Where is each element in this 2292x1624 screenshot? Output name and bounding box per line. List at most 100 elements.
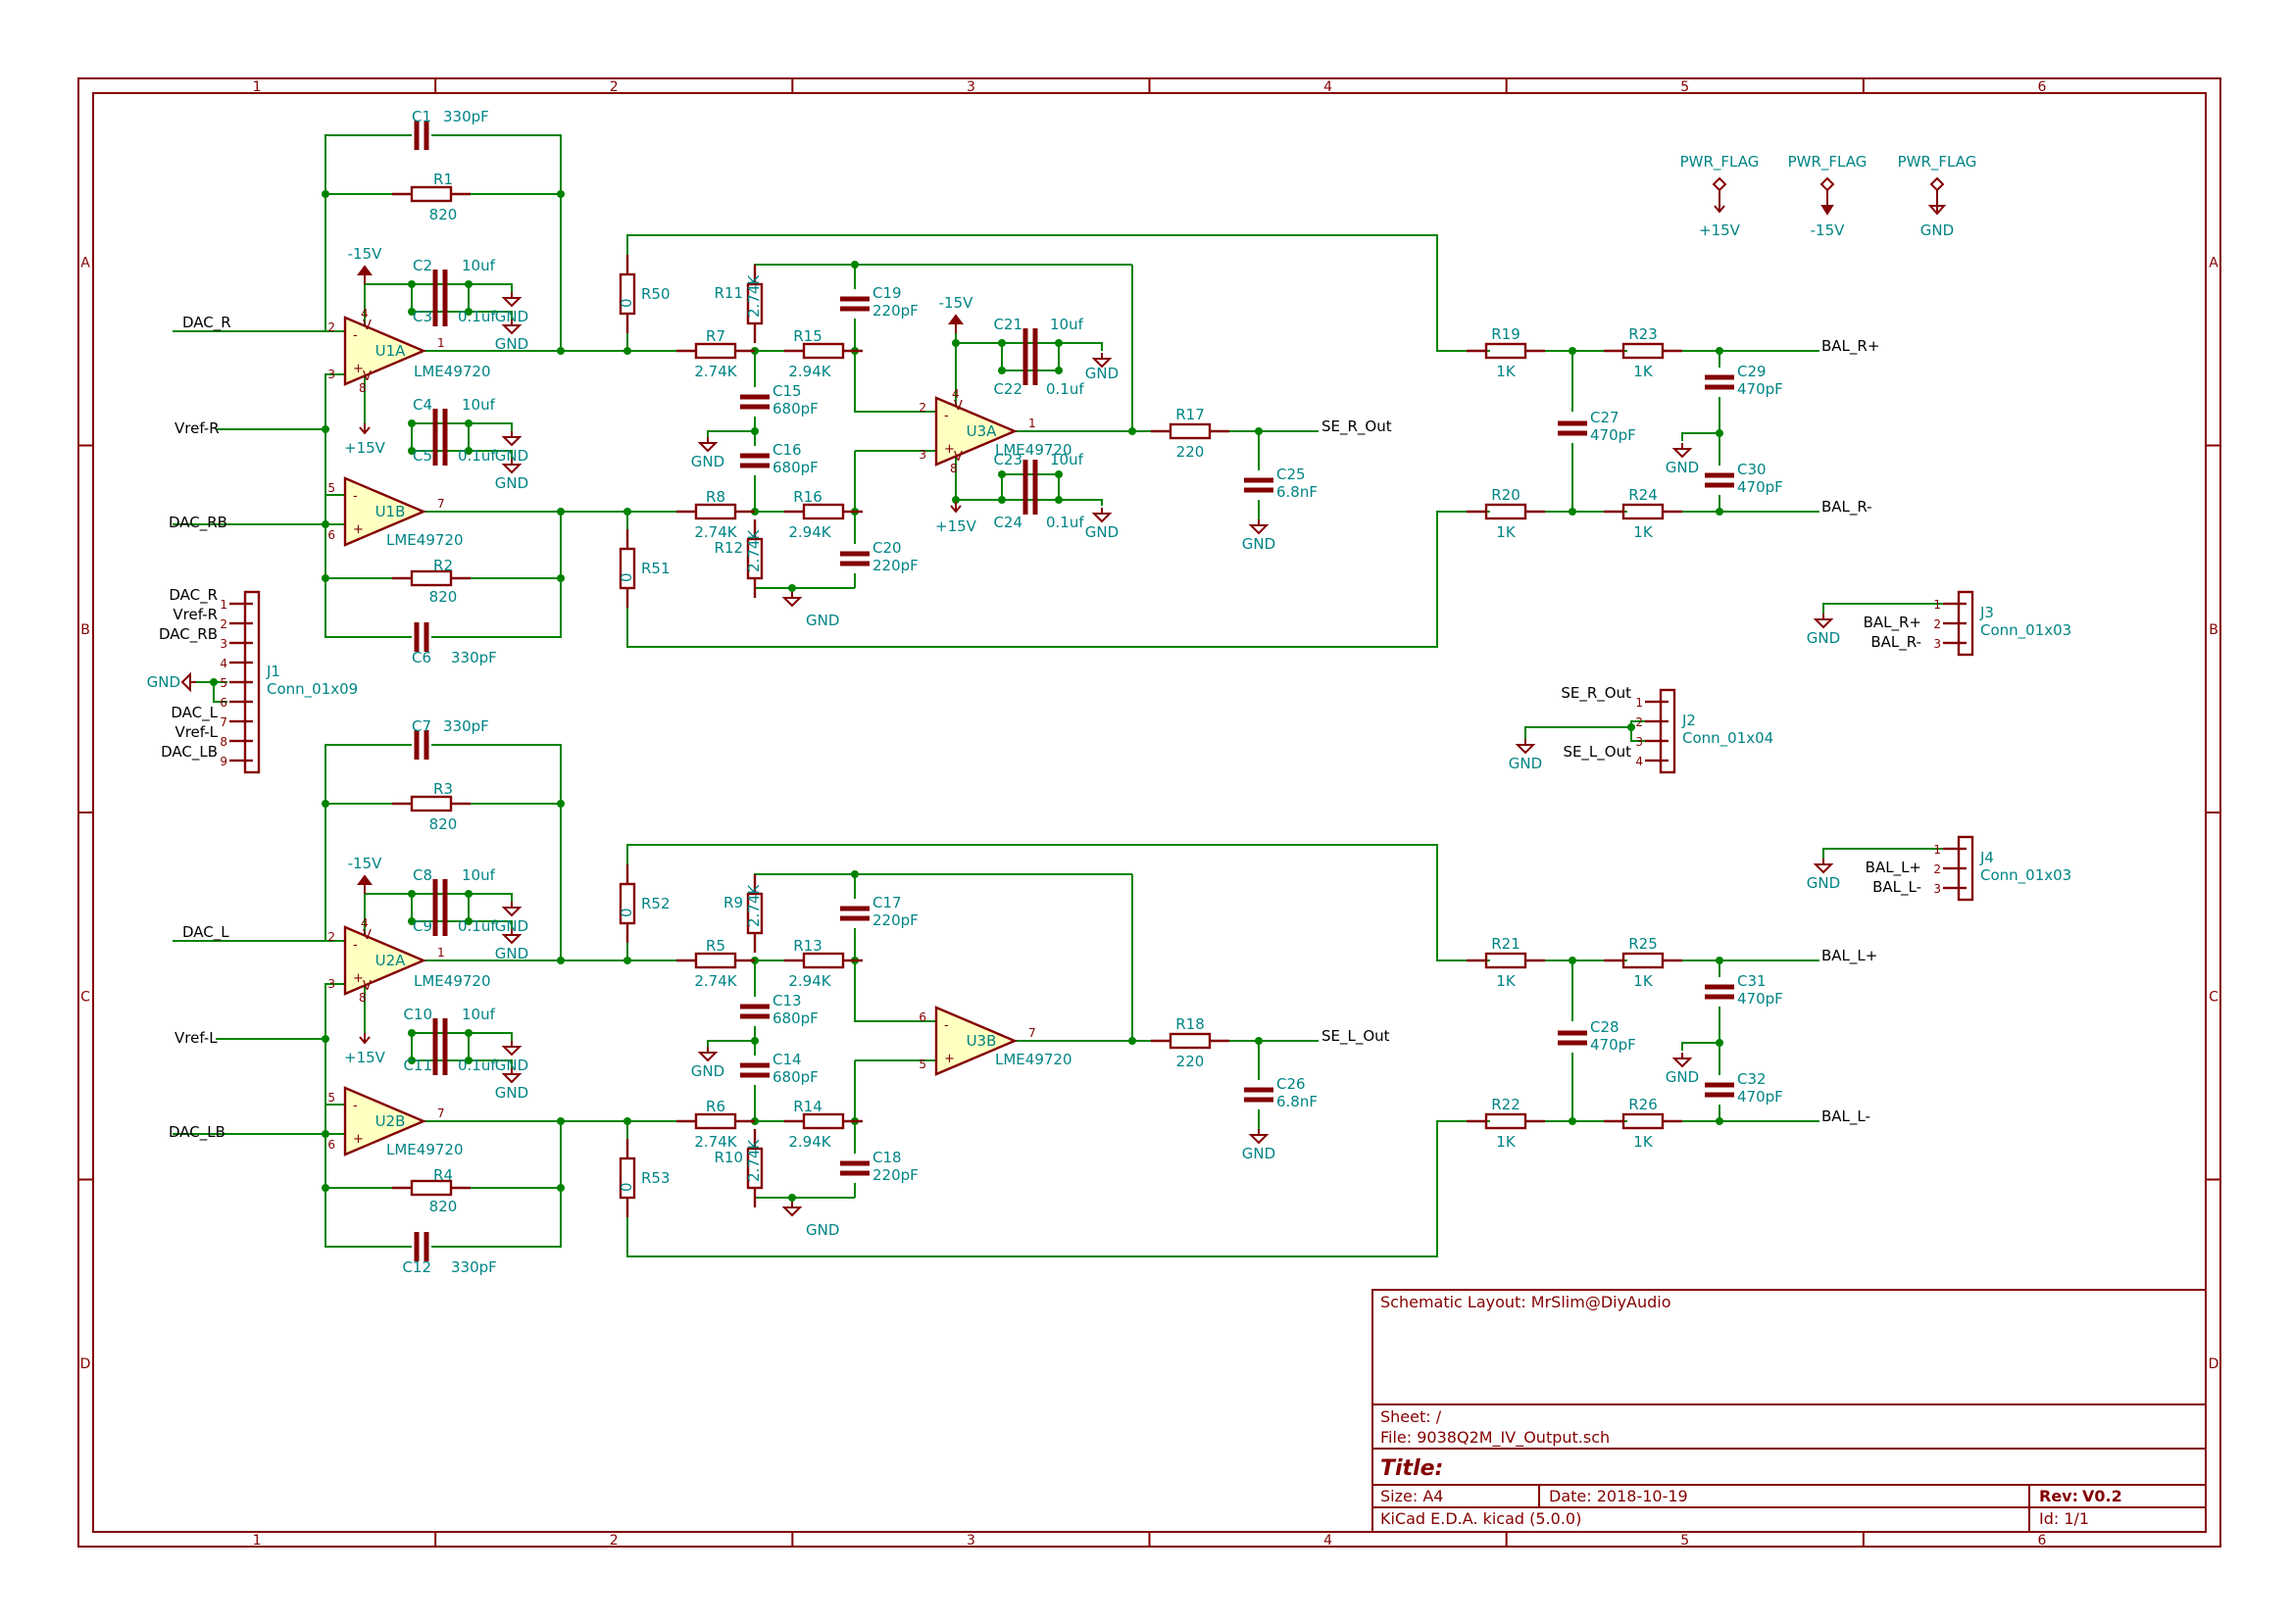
resistor-r8[interactable]: R82.74K [676,488,755,541]
resistor-ref: R4 [433,1166,453,1184]
connector-pin: 6 [220,696,227,710]
capacitor-value: 220pF [872,302,919,320]
capacitor-ref: C1 [412,108,431,125]
frame-col-bottom: 1 [253,1533,262,1549]
capacitor-value: 470pF [1590,1036,1636,1054]
capacitor-ref: C3 [413,308,432,325]
ground-symbol [781,1202,803,1217]
resistor-r5[interactable]: R52.74K [676,937,755,990]
frame-row-right: C [2209,989,2218,1005]
capacitor-value: 0.1uf [1046,380,1084,398]
opamp-pin: 5 [919,1058,926,1071]
connector-value: Conn_01x03 [1980,866,2071,885]
frame-row-left: B [80,622,90,638]
net-label-vref: Vref-R [174,419,220,437]
resistor-ref: R22 [1491,1096,1520,1113]
capacitor-value: 220pF [872,557,919,574]
resistor-r6[interactable]: R62.74K [676,1098,755,1151]
junction-dot [557,1117,565,1125]
tb-title: Title: [1380,1456,1443,1481]
resistor-value: 2.74K [745,1139,763,1182]
resistor-ref: R16 [793,488,822,506]
tb-id: Id: 1/1 [2039,1509,2089,1528]
opamp-ref: U2A [375,952,407,969]
power-flag-1: PWR_FLAG+15V [1680,153,1760,239]
ground-label: GND [1242,1145,1275,1162]
capacitor-value: 470pF [1737,478,1783,496]
junction-dot [1055,367,1063,374]
capacitor-value: 330pF [451,649,497,666]
frame-row-right: A [2209,255,2218,271]
resistor-r7[interactable]: R72.74K [676,327,755,380]
